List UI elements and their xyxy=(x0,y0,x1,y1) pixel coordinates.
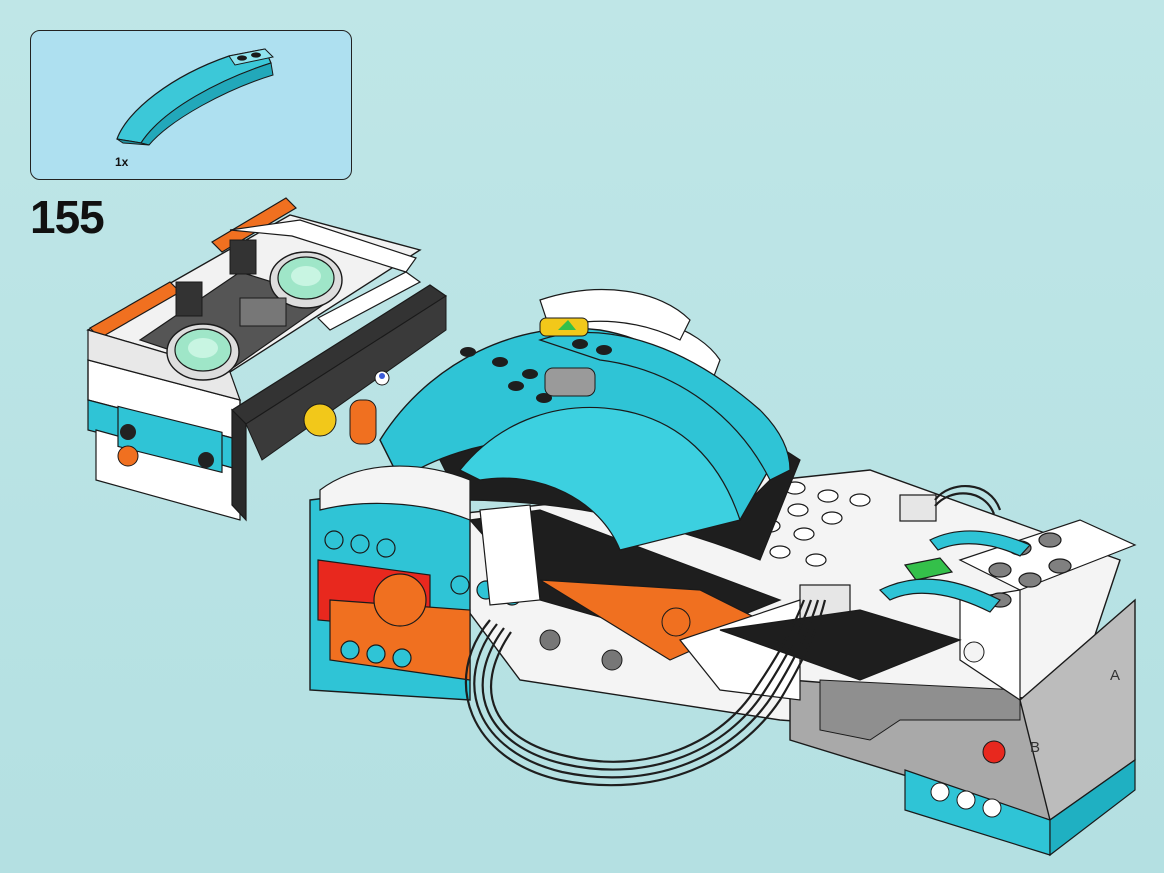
hub-port-a-label: A xyxy=(1110,667,1120,684)
azure-canopy xyxy=(303,289,801,561)
curved-slope-brick-icon xyxy=(116,48,275,146)
front-section xyxy=(309,479,962,701)
parts-callout: 1x xyxy=(30,30,352,180)
axle-pins xyxy=(374,370,985,671)
sensor-module xyxy=(86,197,448,522)
hub-port-b-label: B xyxy=(1030,739,1040,756)
step-number: 155 xyxy=(30,191,105,243)
part-quantity: 1x xyxy=(115,155,129,169)
cable xyxy=(464,485,1002,787)
